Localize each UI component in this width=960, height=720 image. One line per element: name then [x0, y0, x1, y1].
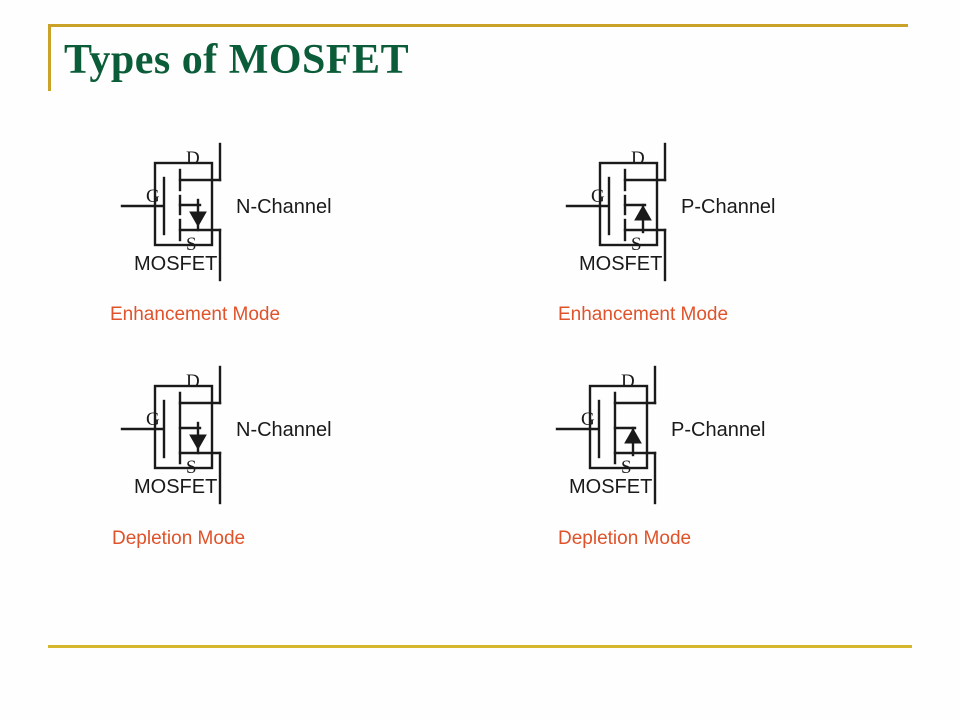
package-outline [153, 384, 214, 470]
body-arrow-p-channel [634, 204, 652, 221]
terminal-label-drain: D [631, 148, 645, 169]
symbol-cell-p-channel-depletion: G D S P-Channel MOSFET [545, 363, 875, 593]
symbol-cell-n-channel-enhancement: G D S N-Channel MOSFET [110, 140, 440, 370]
channel-type-label: P-Channel [681, 196, 776, 218]
body-arrow-n-channel [189, 434, 207, 451]
body-arrow-n-channel [189, 211, 207, 228]
device-label: MOSFET [569, 476, 652, 498]
header-rule-left [48, 24, 51, 91]
symbol-cell-n-channel-depletion: G D S N-Channel MOSFET [110, 363, 440, 593]
header-rule-top [48, 24, 908, 27]
mosfet-symbol-p-channel-enhancement: G D S P-Channel MOSFET [565, 142, 776, 282]
device-label: MOSFET [134, 476, 217, 498]
mosfet-symbol-n-channel-enhancement: G D S N-Channel MOSFET [120, 142, 332, 282]
terminal-label-drain: D [621, 371, 635, 392]
symbol-cell-p-channel-enhancement: G D S P-Channel MOSFET [555, 140, 885, 370]
device-label: MOSFET [579, 253, 662, 275]
caption-bottom-left: Depletion Mode [112, 528, 246, 549]
package-outline [598, 161, 659, 247]
caption-top-left: Enhancement Mode [110, 304, 281, 325]
terminal-label-gate: G [591, 186, 605, 207]
mosfet-symbol-n-channel-depletion: G D S N-Channel MOSFET [120, 365, 332, 505]
channel-type-label: N-Channel [236, 419, 332, 441]
terminal-label-source: S [621, 457, 632, 478]
terminal-label-source: S [186, 457, 197, 478]
body-arrow-p-channel [624, 427, 642, 444]
terminal-label-drain: D [186, 371, 200, 392]
terminal-label-source: S [186, 234, 197, 255]
mosfet-symbol-p-channel-depletion: G D S P-Channel MOSFET [555, 365, 766, 505]
footer-rule [48, 645, 912, 648]
terminal-label-drain: D [186, 148, 200, 169]
device-label: MOSFET [134, 253, 217, 275]
terminal-label-source: S [631, 234, 642, 255]
caption-top-right: Enhancement Mode [558, 304, 729, 325]
terminal-label-gate: G [146, 186, 160, 207]
terminal-label-gate: G [581, 409, 595, 430]
channel-type-label: P-Channel [671, 419, 766, 441]
terminal-label-gate: G [146, 409, 160, 430]
caption-bottom-right: Depletion Mode [558, 528, 692, 549]
page-title: Types of MOSFET [64, 37, 410, 83]
package-outline [153, 161, 214, 247]
channel-type-label: N-Channel [236, 196, 332, 218]
package-outline [588, 384, 649, 470]
